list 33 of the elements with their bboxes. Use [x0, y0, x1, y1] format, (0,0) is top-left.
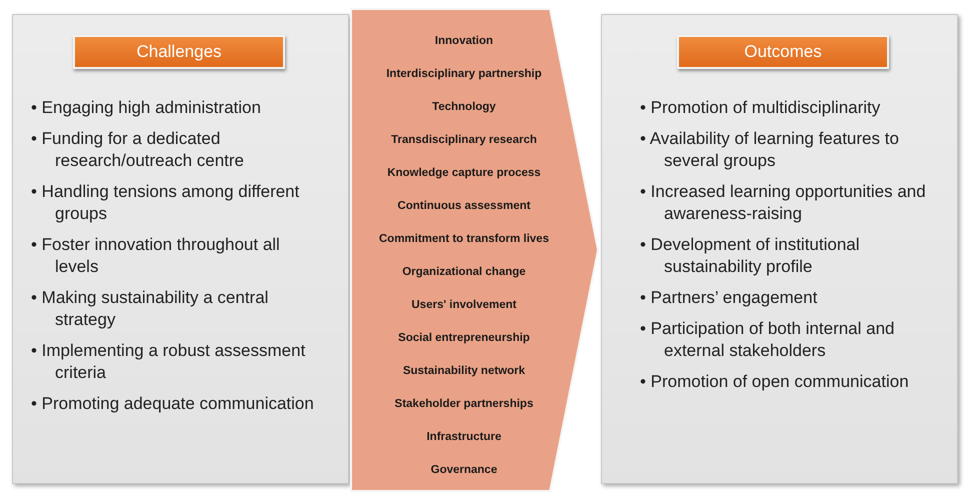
- factor-label: Commitment to transform lives: [379, 232, 549, 247]
- factor-label: Infrastructure: [426, 430, 502, 445]
- bullet-item: • Promotion of multidisciplinarity: [640, 97, 882, 119]
- bullet-item: • Development of institutional sustainability profile: [640, 234, 861, 278]
- factor-label: Knowledge capture process: [387, 166, 541, 181]
- factor-label: Innovation: [434, 34, 494, 49]
- bullet-item: • Handling tensions among different groups: [31, 181, 300, 225]
- chevron-arrow: [350, 8, 600, 492]
- factor-label: Technology: [432, 100, 496, 115]
- bullet-item: • Availability of learning features to several groups: [640, 128, 900, 172]
- bullet-item: • Increased learning opportunities and awareness-raising: [640, 181, 927, 225]
- factor-label: Organizational change: [402, 265, 526, 280]
- bullet-item: • Promotion of open communication: [640, 371, 910, 393]
- content-panel: [601, 14, 958, 484]
- bullet-item: • Promoting adequate communication: [31, 393, 315, 415]
- bullet-item: • Engaging high administration: [31, 97, 262, 119]
- bullet-item: • Implementing a robust assessment criteria: [31, 340, 306, 384]
- section-header: Challenges: [73, 35, 285, 69]
- bullet-item: • Making sustainability a central strategy: [31, 287, 270, 331]
- factor-label: Transdisciplinary research: [391, 133, 537, 148]
- section-header: Outcomes: [677, 35, 889, 69]
- factor-label: Stakeholder partnerships: [394, 397, 534, 412]
- factor-label: Interdisciplinary partnership: [386, 67, 542, 82]
- content-panel: [12, 14, 349, 484]
- bullet-item: • Funding for a dedicated research/outreach centre: [31, 128, 245, 172]
- bullet-item: • Foster innovation throughout all levels: [31, 234, 281, 278]
- factor-label: Social entrepreneurship: [398, 331, 530, 346]
- bullet-item: • Participation of both internal and external stakeholders: [640, 318, 896, 362]
- factor-label: Users' involvement: [412, 298, 516, 313]
- factor-label: Governance: [430, 463, 498, 478]
- factor-label: Continuous assessment: [398, 199, 530, 214]
- bullet-item: • Partners’ engagement: [640, 287, 818, 309]
- factor-label: Sustainability network: [402, 364, 526, 379]
